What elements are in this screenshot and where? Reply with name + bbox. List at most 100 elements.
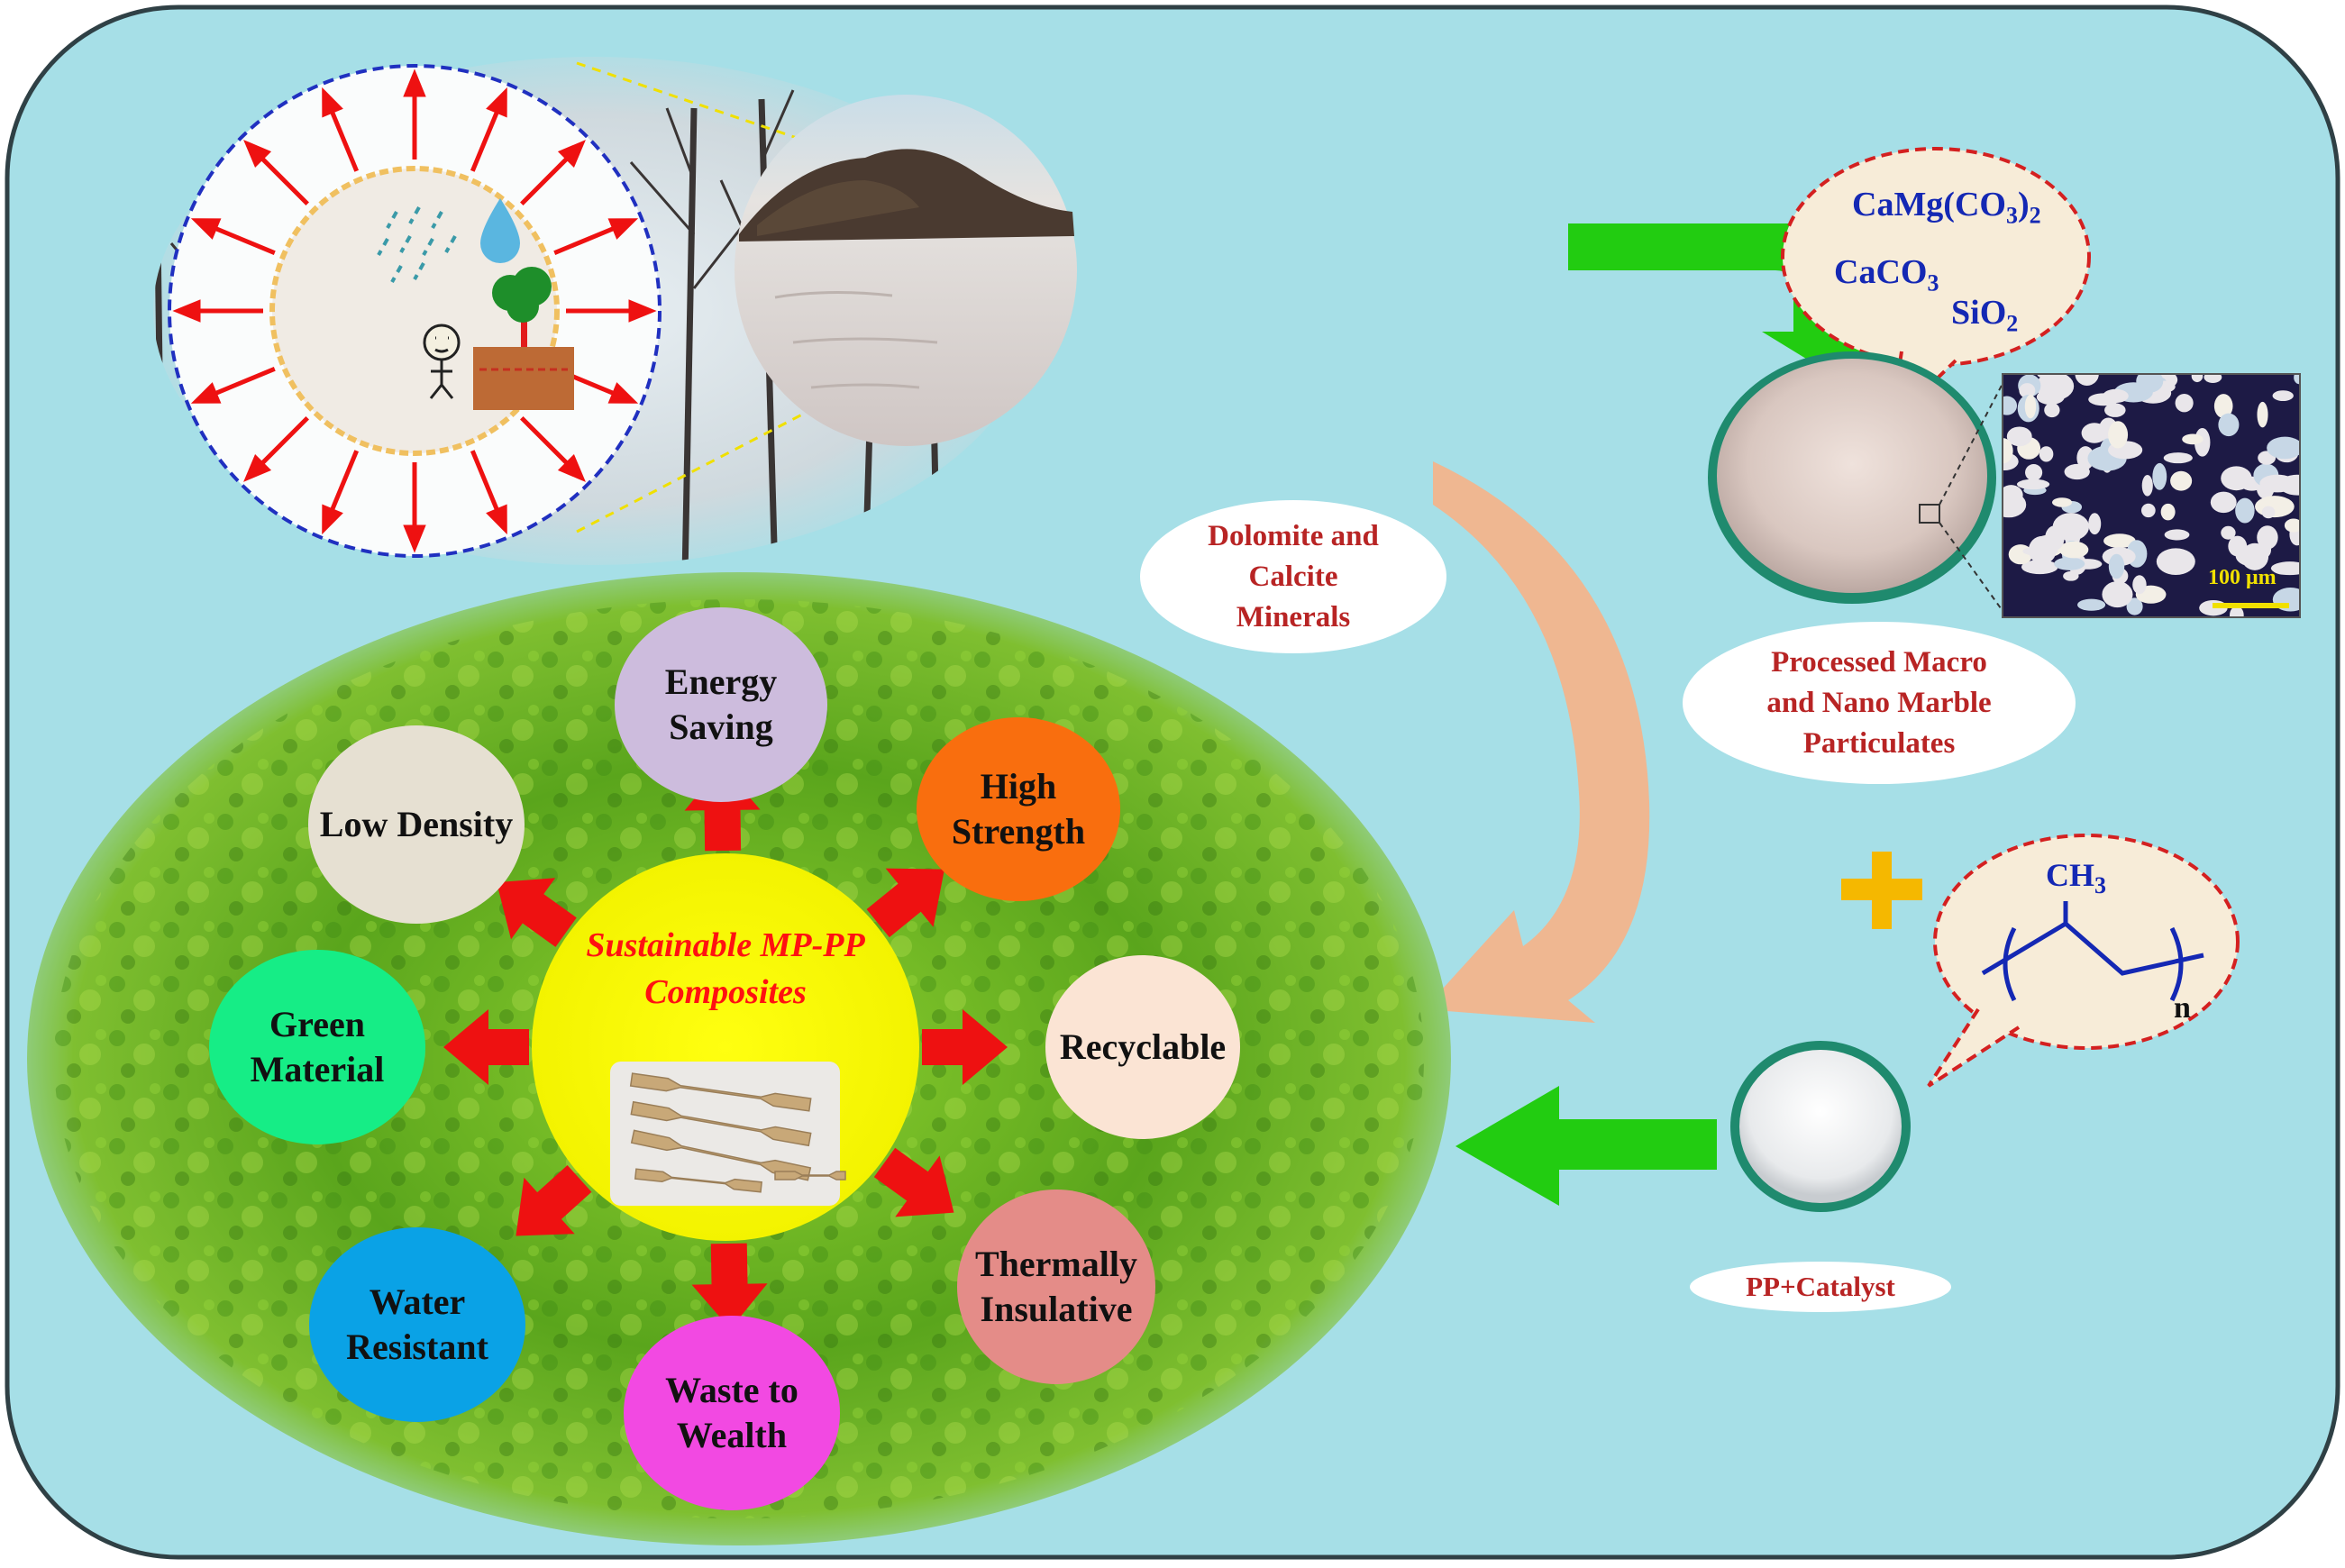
marble-powder-bowl	[1708, 351, 2006, 615]
property-label-line2: Resistant	[346, 1326, 488, 1367]
micrograph-grain	[2259, 474, 2295, 493]
property-label-line1: Green	[269, 1004, 365, 1044]
property-label-line1: Water	[369, 1281, 466, 1322]
arrow-to-thermally-insulative	[873, 1147, 954, 1217]
arrow-to-high-strength	[866, 868, 944, 938]
radial-arrow	[208, 223, 276, 256]
micrograph-grain	[2077, 598, 2106, 611]
micrograph-grain	[2075, 374, 2099, 386]
property-label-line2: Strength	[951, 811, 1086, 852]
powder-label-line3: Particulates	[1802, 726, 1956, 760]
radial-arrow-head	[243, 453, 272, 482]
powder-label-line1: Processed Macro	[1771, 645, 1987, 679]
micrograph-grain	[2204, 374, 2222, 383]
micrograph-grain	[2272, 390, 2294, 402]
repeat-unit-n: n	[2174, 991, 2191, 1025]
property-label-line2: Material	[250, 1049, 385, 1089]
micrograph-grain	[2006, 426, 2032, 447]
micrograph-grain	[2088, 513, 2102, 535]
micrograph-grain	[2270, 561, 2300, 576]
formula-calcite: CaCO3	[1834, 253, 1939, 296]
center-title: Sustainable MP-PP Composites	[532, 919, 919, 1018]
micrograph-grain	[2164, 529, 2190, 541]
micrograph-grain	[2182, 433, 2204, 445]
micrograph-image	[2002, 373, 2301, 618]
micrograph-grain	[2108, 421, 2129, 449]
micrograph-grain	[2081, 423, 2108, 443]
micrograph-grain	[2036, 388, 2065, 406]
property-label-line2: Insulative	[980, 1289, 1133, 1329]
radial-arrow	[256, 416, 309, 469]
property-label-line1: High	[980, 766, 1057, 807]
micrograph-grain	[2257, 525, 2278, 550]
micrograph-grain	[2294, 374, 2300, 385]
minerals-label-line1: Dolomite and	[1208, 519, 1379, 552]
micrograph-grain	[2044, 403, 2060, 418]
methyl-group-label: CH3	[2046, 857, 2106, 899]
micrograph-grain	[2218, 413, 2240, 437]
powder-label-line2: and Nano Marble	[1766, 686, 1992, 719]
micrograph-grain	[2221, 466, 2252, 491]
formula-silica: SiO2	[1951, 294, 2019, 337]
micrograph-grain	[2140, 503, 2156, 518]
micrograph-grain	[2213, 394, 2233, 419]
pp-structure	[1981, 901, 2204, 1002]
radial-arrow-head	[322, 504, 343, 535]
radial-arrow-head	[557, 453, 586, 482]
micrograph-grain	[2088, 393, 2120, 406]
property-circle-energy-saving	[615, 607, 827, 802]
micrograph-grain	[2160, 503, 2176, 521]
micrograph-grain	[2136, 374, 2164, 393]
property-label-recyclable: Recyclable	[1045, 955, 1240, 1139]
radial-arrow-head	[607, 218, 639, 240]
composite-samples-photo	[610, 1062, 846, 1206]
property-circles	[209, 607, 1240, 1510]
arrow-to-low-density	[497, 878, 577, 947]
formula-dolomite: CaMg(CO3)2	[1852, 186, 2041, 229]
radial-arrow-head	[322, 87, 343, 118]
center-title-line1: Sustainable MP-PP	[586, 926, 865, 964]
scale-bar-label: 100 μm	[2208, 566, 2277, 589]
minerals-label-line2: Calcite	[1248, 560, 1338, 593]
radial-arrow-head	[557, 140, 586, 169]
property-label-line1: Energy	[664, 661, 778, 702]
radial-arrow-head	[403, 68, 426, 97]
micrograph-grain	[2210, 491, 2237, 514]
polymer-callout	[1927, 834, 2240, 1088]
radial-arrow-head	[607, 382, 639, 404]
micrograph-grain	[2052, 497, 2073, 507]
property-label-low-density: Low Density	[308, 725, 525, 924]
radial-arrow	[327, 105, 360, 172]
green-arrow-to-composite	[1455, 1086, 1717, 1206]
minerals-label-bubble	[1140, 500, 1446, 653]
micrograph-grain	[2054, 557, 2085, 570]
micrograph-grain	[2156, 548, 2195, 575]
micrograph-grain	[2163, 452, 2193, 464]
micrograph-grain	[2039, 446, 2054, 462]
radial-arrow	[470, 105, 502, 172]
property-circle-waste-to-wealth	[624, 1316, 840, 1510]
pp-label-bubble	[1690, 1262, 1951, 1312]
micrograph-grain	[2025, 464, 2043, 481]
radial-arrow-head	[190, 382, 222, 404]
micrograph-grain	[2257, 401, 2268, 428]
tree-icon	[492, 267, 552, 351]
micrograph-grain	[2235, 545, 2267, 567]
property-circle-green-material	[209, 950, 425, 1144]
micrograph-grain	[2104, 403, 2126, 417]
radial-arrow	[520, 152, 573, 205]
powder-label-bubble	[1683, 622, 2076, 784]
property-circle-thermally-insulative	[957, 1190, 1155, 1384]
radial-arrows	[172, 68, 657, 553]
micrograph-grain	[2152, 462, 2167, 490]
radial-arrow-head	[403, 524, 426, 553]
soil-icon	[473, 347, 574, 410]
micrograph-grain	[2170, 470, 2193, 491]
micrograph-grain	[2267, 436, 2300, 460]
micrograph-grain	[2235, 497, 2255, 524]
